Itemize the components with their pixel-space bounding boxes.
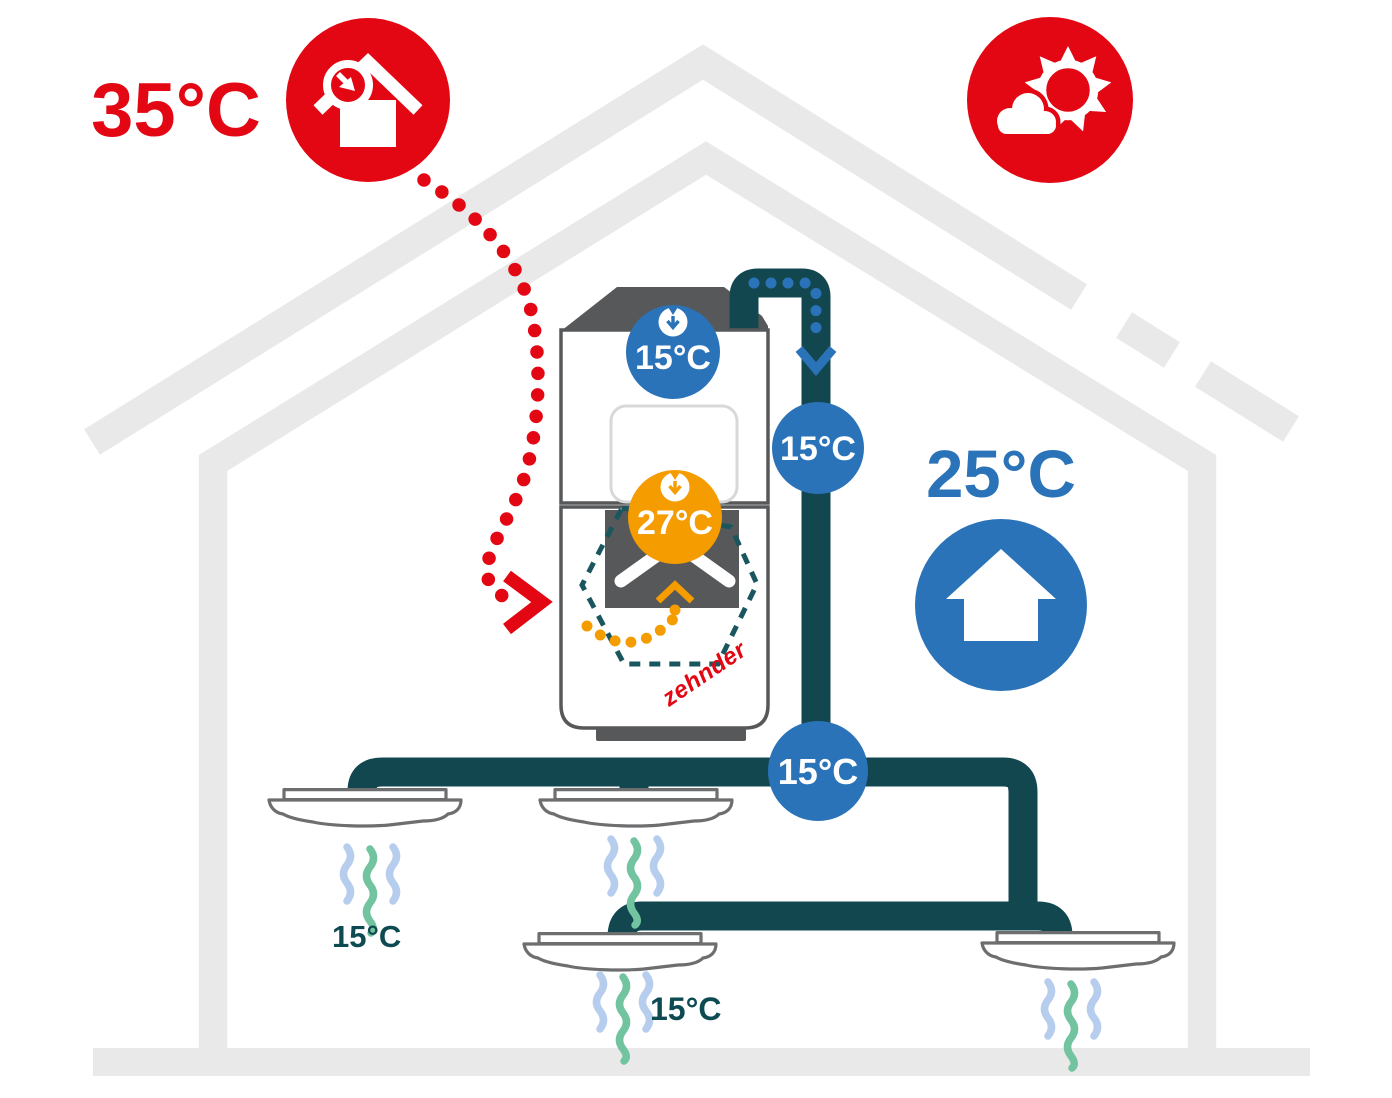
exhaust-temp-label: 35°C: [91, 68, 261, 153]
roof-outer-band: [84, 44, 1087, 455]
house-air-outlet-icon: [313, 52, 423, 147]
house-icon: [946, 549, 1056, 641]
room-temp-label-left: 15°C: [332, 919, 401, 954]
ceiling-vent-lower-center: [522, 931, 718, 972]
supply-airflow-dots: [748, 277, 822, 347]
floor-band: [93, 1048, 1310, 1076]
temp-circle-junction: 15°C: [768, 721, 868, 821]
intake-temp-label: 15°C: [635, 339, 711, 377]
junction-temp-label: 15°C: [778, 751, 858, 792]
house-outline: [84, 44, 1310, 1076]
ceiling-vent-right: [980, 930, 1176, 971]
roof-inner-and-walls: [198, 141, 1217, 1052]
supply-duct-upper-run: [347, 757, 1038, 916]
roof-outer-dash-1: [1116, 312, 1180, 368]
indoor-house-badge: [915, 519, 1087, 691]
exhaust-air-badge: [286, 18, 450, 182]
indoor-temp-label: 25°C: [926, 437, 1076, 512]
roof-outer-dash-2: [1195, 361, 1299, 442]
temp-badge-intake: 15°C: [626, 305, 720, 399]
ceiling-vent-left: [267, 787, 463, 828]
supply-temp-label: 15°C: [780, 430, 856, 468]
unit-recovery-dashed-outline: [579, 505, 760, 667]
sun-behind-cloud-icon: [997, 46, 1112, 134]
unit-supply-chevron-icon: [655, 580, 695, 616]
arrow-down-icon: [795, 346, 837, 376]
extract-temp-label: 27°C: [637, 504, 713, 542]
ceiling-vent-center: [538, 787, 734, 828]
unit-extract-dotted-path: [581, 610, 682, 648]
supply-airflow: [748, 277, 837, 376]
temp-circle-supply: 15°C: [772, 402, 864, 494]
duct-network: [347, 268, 1073, 951]
unit-base: [596, 728, 746, 741]
temp-badge-extract: 27°C: [628, 470, 722, 564]
ventilation-unit: zehnder: [559, 328, 770, 741]
outside-air-dotted-path: [417, 173, 553, 635]
supply-duct-lower-run: [607, 901, 1073, 951]
outside-air-chevron-icon: [503, 570, 553, 635]
room-temp-label-center: 15°C: [650, 991, 722, 1027]
weather-badge: [967, 17, 1133, 183]
